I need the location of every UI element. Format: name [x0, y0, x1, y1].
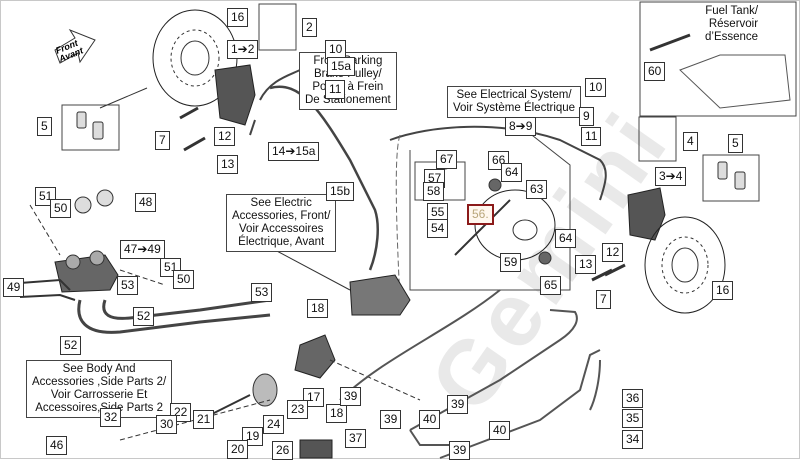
callout-8-9[interactable]: 8➔9	[505, 117, 537, 136]
callout-26[interactable]: 26	[272, 441, 294, 460]
reservoir-icon	[54, 254, 119, 293]
callout-1-2[interactable]: 1➔2	[227, 40, 259, 59]
callout-56-highlighted[interactable]: 56.	[467, 204, 494, 225]
note-line: Accessoires,Side Parts 2	[35, 402, 164, 414]
callout-11[interactable]: 11	[325, 80, 346, 99]
callout-10[interactable]: 10	[325, 40, 347, 59]
callout-9[interactable]: 9	[579, 107, 594, 126]
right-caliper-icon	[627, 187, 666, 241]
callout-48[interactable]: 48	[135, 193, 157, 212]
note-body-accessories[interactable]: See Body And Accessories ,Side Parts 2/ …	[26, 360, 173, 418]
callout-20[interactable]: 20	[227, 440, 249, 459]
callout-39[interactable]: 39	[447, 395, 469, 414]
note-line: Voir Carrosserie Et	[50, 389, 148, 401]
front-arrow-icon	[54, 28, 96, 64]
callout-16[interactable]: 16	[227, 8, 249, 27]
callout-18[interactable]: 18	[307, 299, 329, 318]
callout-2[interactable]: 2	[302, 18, 317, 37]
callout-53[interactable]: 53	[251, 283, 273, 302]
right-brake-disc-icon	[644, 216, 726, 314]
callout-23[interactable]: 23	[287, 400, 309, 419]
callout-5[interactable]: 5	[728, 134, 743, 153]
callout-7[interactable]: 7	[155, 131, 170, 150]
callout-18[interactable]: 18	[326, 404, 348, 423]
callout-47-49[interactable]: 47➔49	[120, 240, 165, 259]
callout-46[interactable]: 46	[46, 436, 68, 455]
callout-52[interactable]: 52	[60, 336, 82, 355]
note-line: d’Essence	[705, 31, 759, 43]
note-line: See Body And	[62, 363, 136, 375]
callout-4[interactable]: 4	[683, 132, 698, 151]
callout-36[interactable]: 36	[622, 389, 644, 408]
callout-52[interactable]: 52	[133, 307, 155, 326]
callout-63[interactable]: 63	[526, 180, 548, 199]
callout-67[interactable]: 67	[436, 150, 458, 169]
callout-64[interactable]: 64	[501, 163, 523, 182]
callout-32[interactable]: 32	[100, 408, 122, 427]
callout-53[interactable]: 53	[117, 276, 139, 295]
callout-11[interactable]: 11	[581, 127, 602, 146]
callout-58[interactable]: 58	[423, 182, 445, 201]
callout-55[interactable]: 55	[427, 203, 449, 222]
callout-35[interactable]: 35	[622, 409, 644, 428]
note-electrical-system[interactable]: See Electrical System/ Voir Système Élec…	[447, 86, 582, 118]
callout-12[interactable]: 12	[602, 243, 624, 262]
note-line: Accessories, Front/	[232, 210, 331, 222]
callout-14-15a[interactable]: 14➔15a	[268, 142, 320, 161]
note-line: Réservoir	[708, 18, 759, 30]
note-line: Voir Système Électrique	[453, 102, 576, 114]
callout-30[interactable]: 30	[156, 415, 178, 434]
callout-40[interactable]: 40	[419, 410, 441, 429]
note-line: Poulie à Frein	[312, 81, 384, 93]
note-line: Électrique, Avant	[238, 236, 325, 248]
callout-65[interactable]: 65	[540, 276, 562, 295]
callout-64[interactable]: 64	[555, 229, 577, 248]
callout-59[interactable]: 59	[500, 253, 522, 272]
note-line: See Electrical System/	[456, 89, 572, 101]
note-line: De Stationement	[305, 94, 391, 106]
callout-5[interactable]: 5	[37, 117, 52, 136]
callout-12[interactable]: 12	[214, 127, 236, 146]
note-line: Fuel Tank/	[705, 5, 759, 17]
note-line: Voir Accessoires	[239, 223, 324, 235]
note-line: Accessories ,Side Parts 2/	[32, 376, 167, 388]
callout-40[interactable]: 40	[489, 421, 511, 440]
callout-37[interactable]: 37	[345, 429, 367, 448]
callout-15a[interactable]: 15a	[327, 57, 356, 76]
callout-24[interactable]: 24	[263, 415, 285, 434]
callout-16[interactable]: 16	[712, 281, 734, 300]
note-electric-accessories[interactable]: See Electric Accessories, Front/ Voir Ac…	[226, 194, 337, 252]
callout-10[interactable]: 10	[585, 78, 607, 97]
note-fuel-tank[interactable]: Fuel Tank/ Réservoir d’Essence	[700, 3, 763, 46]
callout-39[interactable]: 39	[380, 410, 402, 429]
callout-34[interactable]: 34	[622, 430, 644, 449]
left-caliper-icon	[214, 64, 256, 126]
callout-3-4[interactable]: 3➔4	[655, 167, 687, 186]
callout-39[interactable]: 39	[340, 387, 362, 406]
abs-module-icon	[349, 274, 411, 316]
callout-13[interactable]: 13	[217, 155, 239, 174]
callout-7[interactable]: 7	[596, 290, 611, 309]
callout-49[interactable]: 49	[3, 278, 25, 297]
callout-39[interactable]: 39	[449, 441, 471, 460]
note-line: See Electric	[250, 197, 312, 209]
callout-54[interactable]: 54	[427, 219, 449, 238]
callout-15b[interactable]: 15b	[326, 182, 355, 201]
master-cylinder-icon	[294, 334, 336, 379]
callout-60[interactable]: 60	[644, 62, 666, 81]
callout-50[interactable]: 50	[173, 270, 195, 289]
callout-13[interactable]: 13	[575, 255, 597, 274]
callout-21[interactable]: 21	[193, 410, 215, 429]
callout-50[interactable]: 50	[50, 199, 72, 218]
